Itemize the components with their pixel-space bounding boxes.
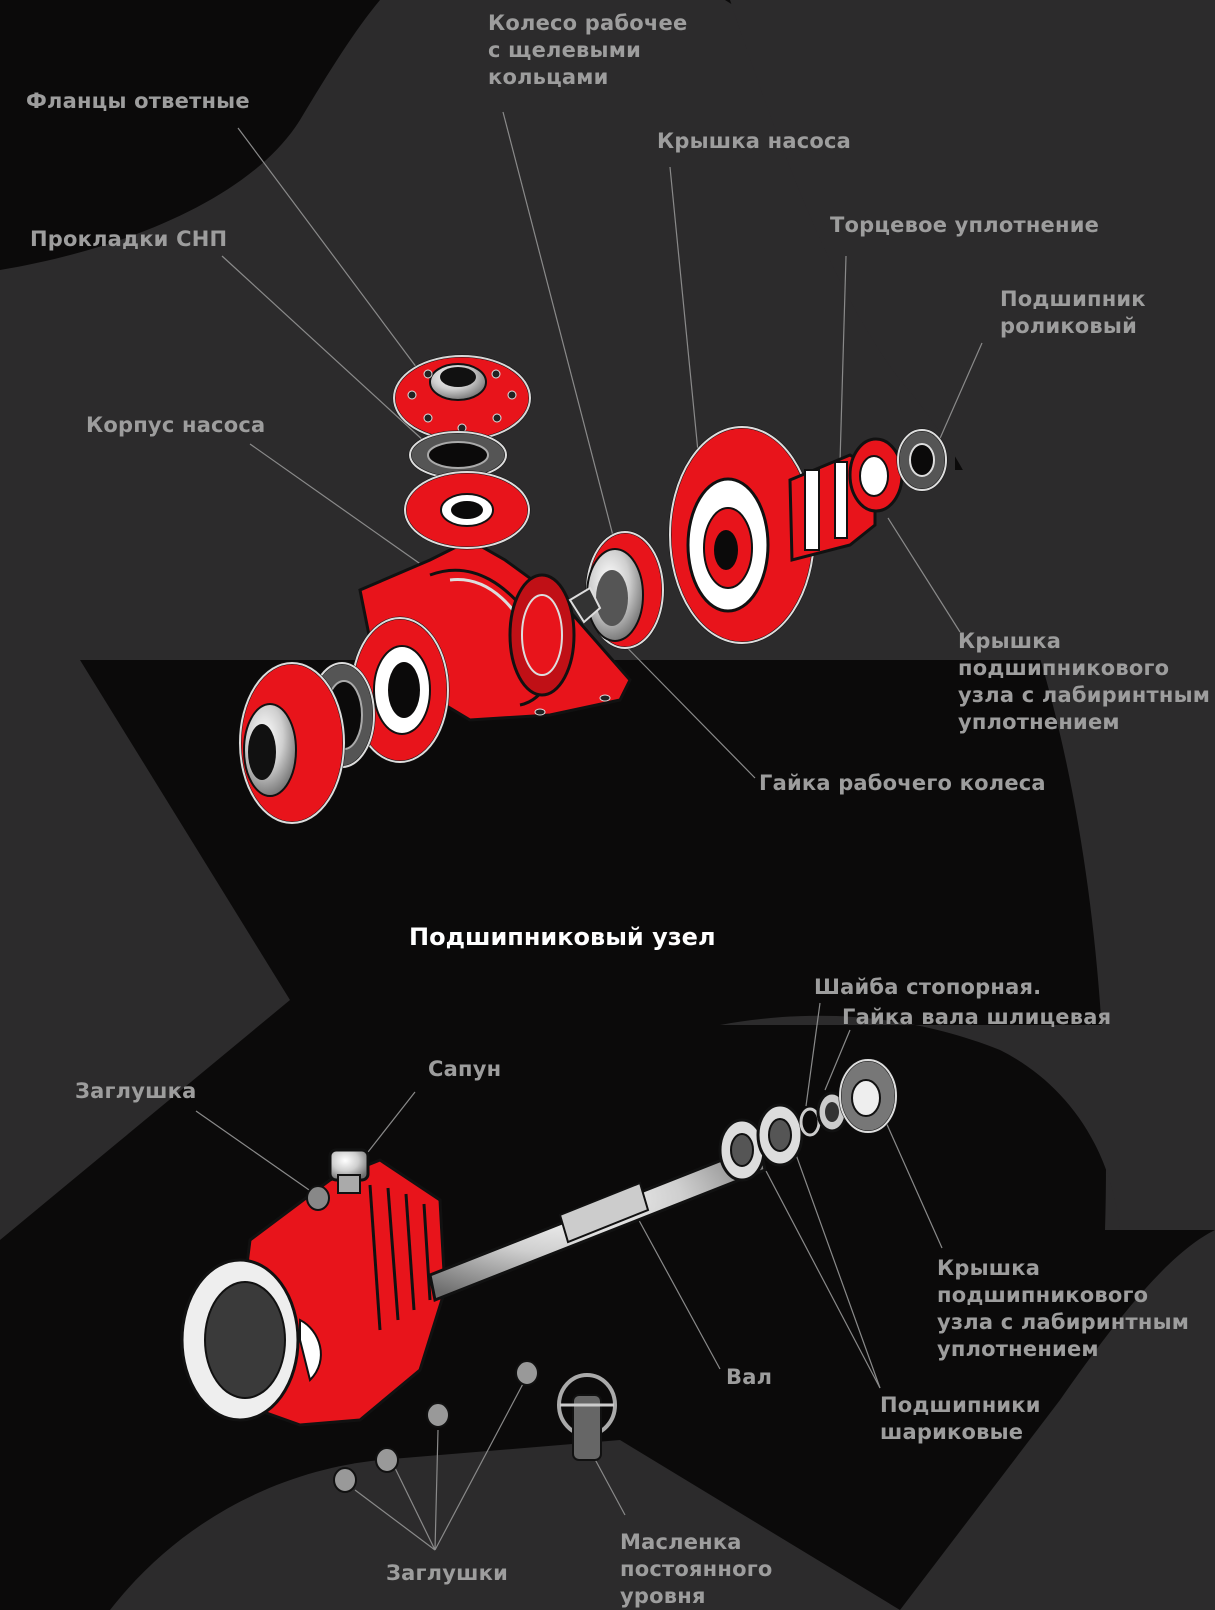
flange-left: [240, 663, 344, 823]
label-pump-housing: Корпус насоса: [86, 412, 265, 439]
flange-upper: [394, 356, 530, 440]
label-lock-washer: Шайба стопорная.: [814, 974, 1041, 1001]
label-shaft-nut: Гайка вала шлицевая: [842, 1004, 1111, 1031]
label-plugs: Заглушки: [386, 1560, 508, 1587]
label-breather: Сапун: [428, 1056, 501, 1083]
flange-top-housing: [405, 472, 529, 548]
bearing-cover-upper: [850, 439, 902, 511]
plug-single: [307, 1186, 329, 1210]
shaft: [430, 1145, 765, 1300]
label-flanges: Фланцы ответные: [26, 88, 250, 115]
bearing-cover-lower: [840, 1060, 896, 1132]
ball-bearing-2: [758, 1105, 802, 1165]
label-shaft: Вал: [726, 1364, 772, 1391]
lock-washer: [801, 1109, 819, 1135]
section-title: Подшипниковый узел: [409, 922, 716, 952]
label-pump-cover: Крышка насоса: [657, 128, 851, 155]
label-mechanical-seal: Торцевое уплотнение: [830, 212, 1099, 239]
roller-bearing: [898, 430, 946, 490]
impeller: [587, 532, 663, 648]
label-plug: Заглушка: [75, 1078, 196, 1105]
label-gaskets: Прокладки СНП: [30, 226, 227, 253]
label-impeller-nut: Гайка рабочего колеса: [759, 770, 1046, 797]
